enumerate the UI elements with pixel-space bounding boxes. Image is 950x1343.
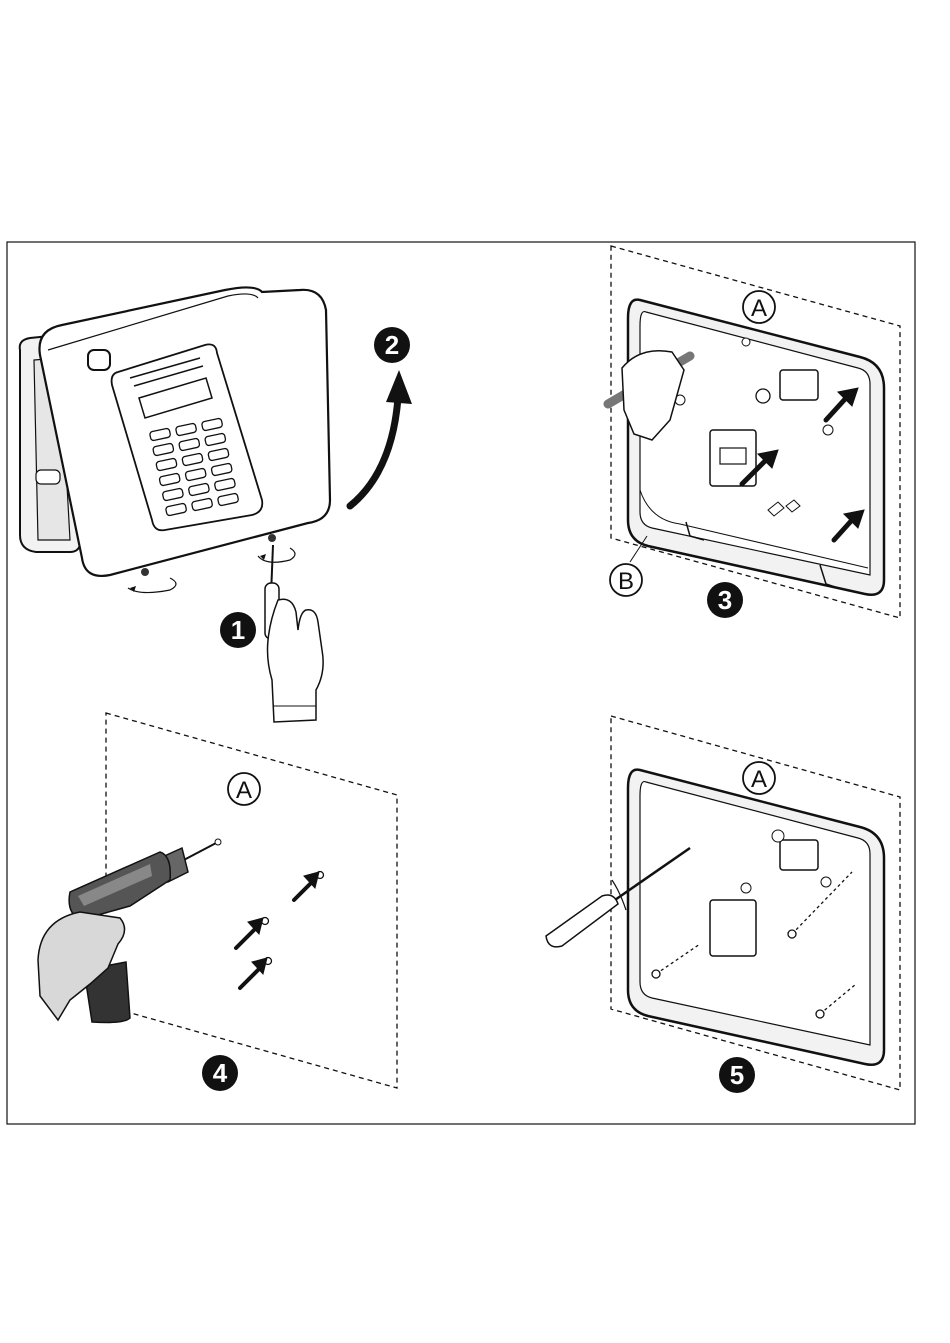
hand-screwdriver-icon — [265, 545, 323, 722]
callout-a-step5: A — [743, 762, 775, 794]
svg-text:2: 2 — [385, 330, 399, 360]
svg-text:A: A — [236, 777, 252, 804]
svg-text:B: B — [618, 568, 634, 595]
step5-back-plate — [546, 716, 900, 1090]
svg-text:A: A — [751, 766, 767, 793]
step4-wall — [38, 713, 397, 1088]
svg-text:1: 1 — [231, 615, 245, 645]
drill-icon — [38, 839, 221, 1023]
step-badge-4: 4 — [202, 1055, 238, 1091]
callout-b-step3: B — [610, 564, 642, 596]
svg-text:3: 3 — [718, 585, 732, 615]
svg-text:4: 4 — [213, 1058, 228, 1088]
hand-icon — [268, 599, 324, 722]
step-badge-3: 3 — [707, 582, 743, 618]
step-badge-2: 2 — [374, 327, 410, 363]
svg-text:5: 5 — [730, 1060, 744, 1090]
callout-a-step4: A — [228, 773, 260, 805]
curved-arrow-icon — [350, 398, 398, 506]
step-badge-5: 5 — [719, 1057, 755, 1093]
panel-open-illustration — [20, 287, 330, 592]
step-badge-1: 1 — [220, 612, 256, 648]
callout-a-step3: A — [743, 291, 775, 323]
svg-text:A: A — [751, 295, 767, 322]
